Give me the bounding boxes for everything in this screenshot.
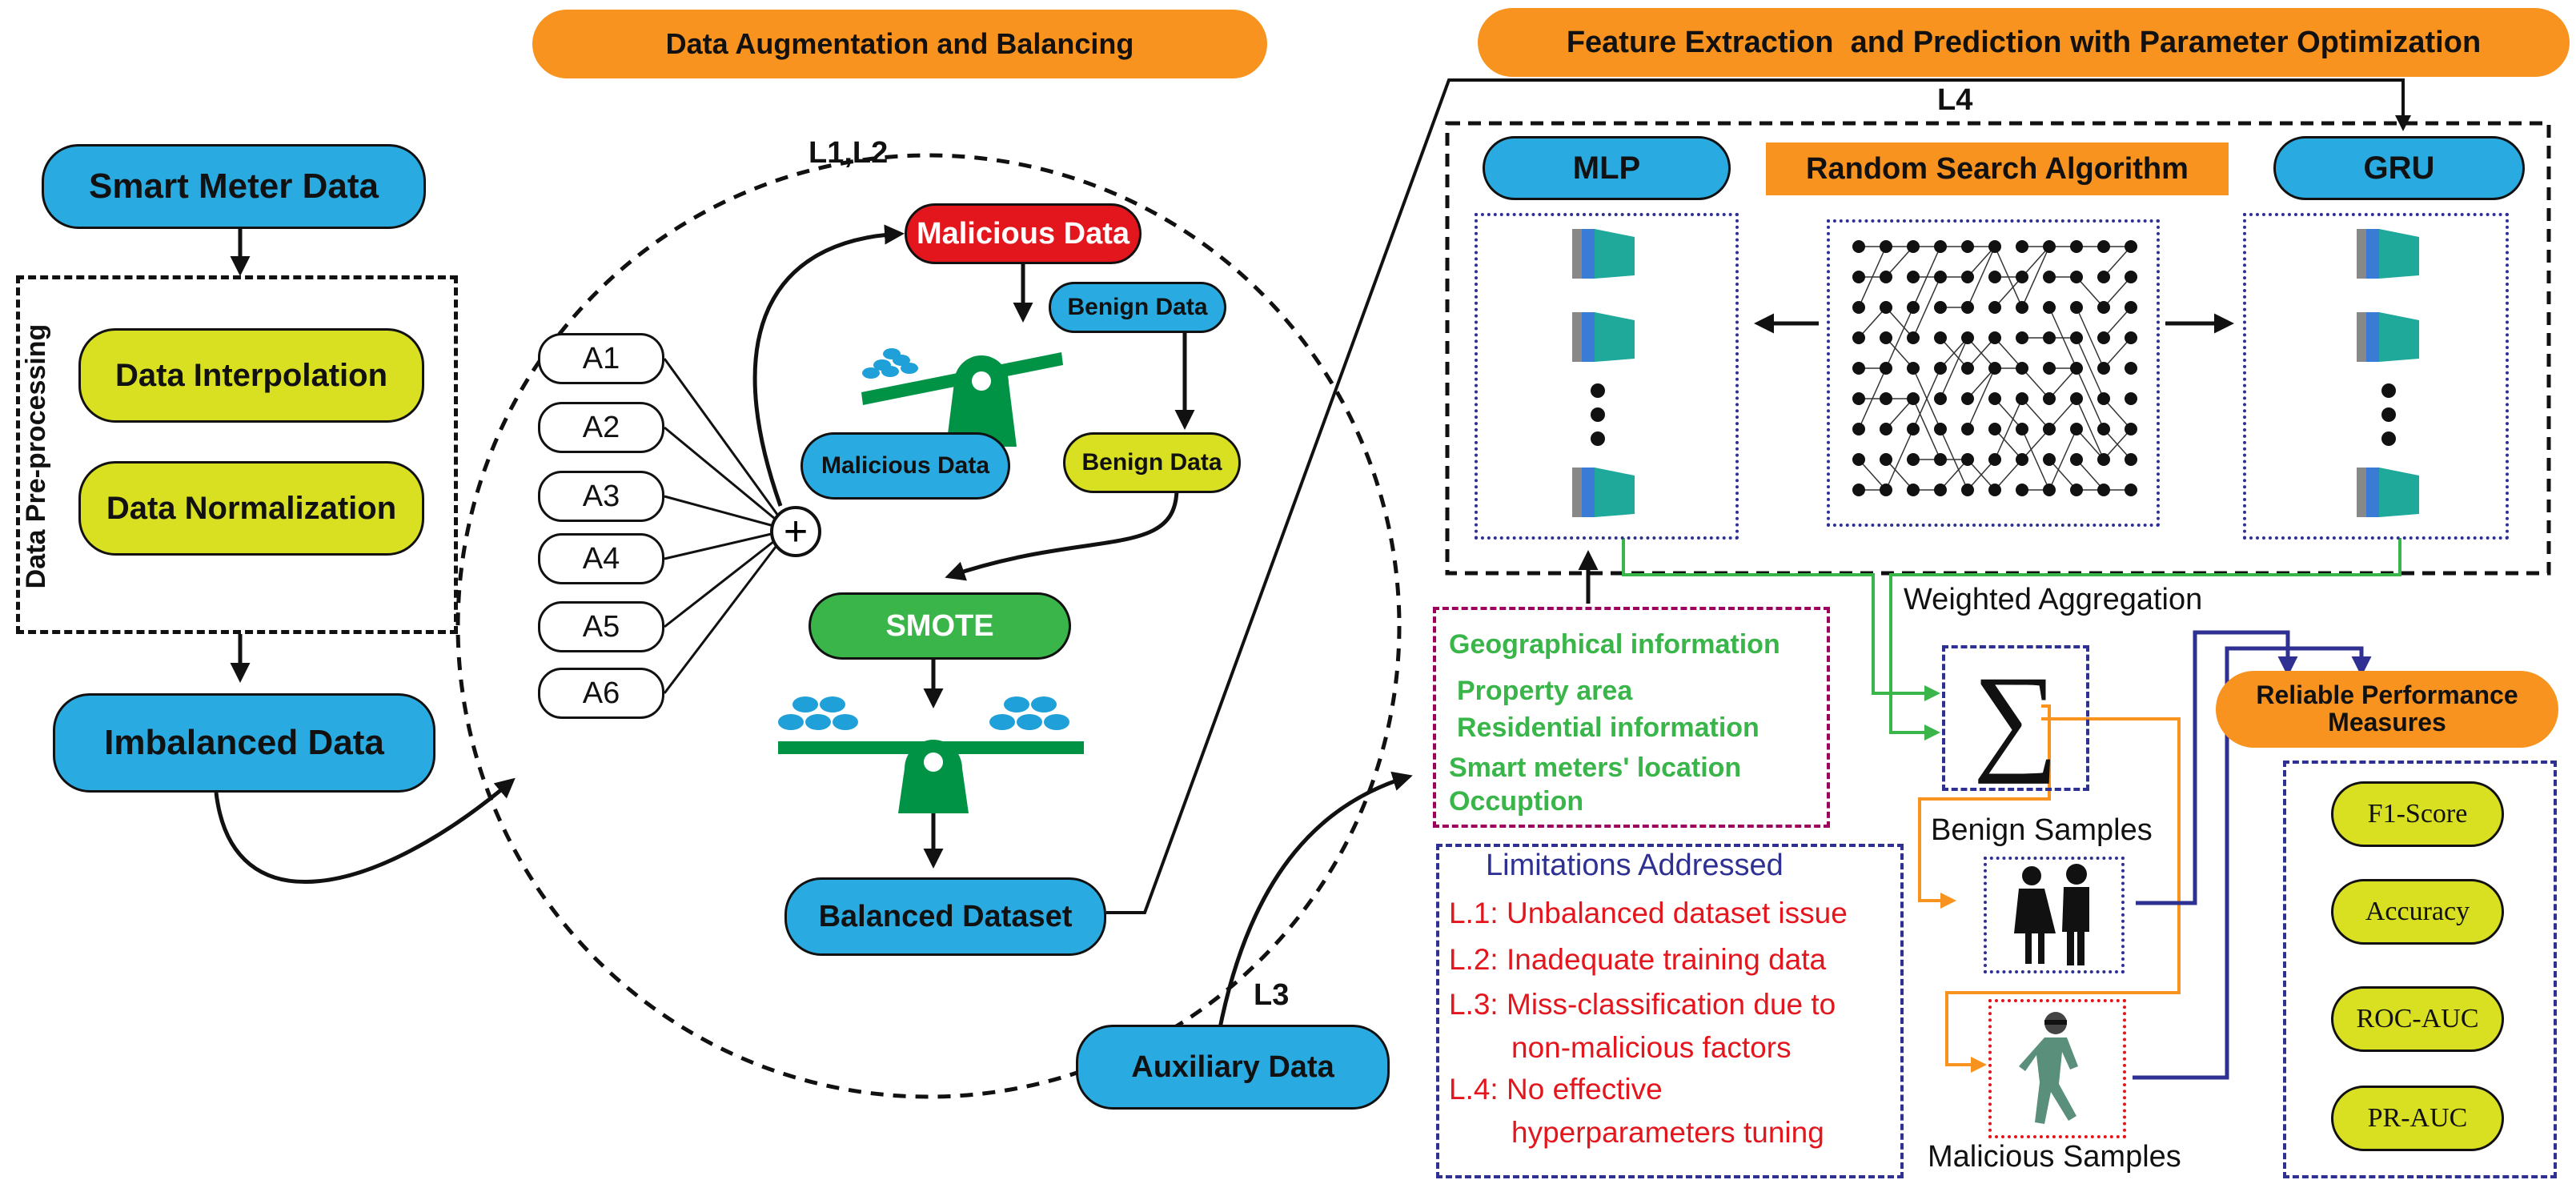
benign-samples-label: Benign Samples [1931, 813, 2153, 847]
aux-item-residential: Residential information [1457, 712, 1759, 743]
malicious-data-top: Malicious Data [905, 203, 1142, 264]
title-feature-text: Feature Extraction and Prediction with P… [1566, 25, 2482, 59]
aux-item-occuption: Occuption [1449, 786, 1584, 817]
gru-label: GRU [2273, 136, 2525, 200]
measures-title-text: Reliable Performance Measures [2256, 680, 2518, 736]
benign-top-text: Benign Data [1067, 294, 1208, 320]
auxiliary-text: Auxiliary Data [1131, 1050, 1334, 1084]
metric-roc-auc: ROC-AUC [2331, 986, 2504, 1052]
limitation-l3-cont: non-malicious factors [1511, 1031, 1792, 1064]
sigma-aggregation-icon: ∑ [1942, 645, 2089, 791]
attack-a6: A6 [538, 668, 664, 719]
neural-network-icon [1852, 240, 2137, 496]
attack-a3: A3 [538, 471, 664, 522]
metric-accuracy: Accuracy [2331, 879, 2504, 945]
metric-roc-text: ROC-AUC [2356, 1004, 2479, 1033]
mlp-text: MLP [1572, 150, 1641, 186]
title-augmentation: Data Augmentation and Balancing [532, 10, 1267, 78]
limitations-title: Limitations Addressed [1486, 849, 1784, 882]
metric-pr-text: PR-AUC [2367, 1103, 2468, 1133]
imbalanced-text: Imbalanced Data [104, 723, 384, 762]
thief-icon [2019, 1012, 2078, 1124]
smote-text: SMOTE [885, 608, 994, 643]
benign-samples-box [1984, 857, 2125, 973]
auxiliary-info-box [1433, 607, 1830, 828]
reliable-measures-title: Reliable Performance Measures [2216, 671, 2558, 748]
benign-data-top: Benign Data [1049, 282, 1226, 333]
imbalanced-data: Imbalanced Data [53, 693, 435, 793]
mlp-panel [1475, 213, 1739, 540]
gru-panel [2243, 213, 2509, 540]
seesaw-icon-1 [861, 348, 1063, 447]
auxiliary-data: Auxiliary Data [1076, 1025, 1390, 1110]
balanced-dataset: Balanced Dataset [784, 877, 1106, 956]
plus-sum-icon: + [770, 506, 821, 557]
label-l3: L3 [1254, 978, 1290, 1012]
benign-data-low: Benign Data [1063, 432, 1241, 493]
metric-accuracy-text: Accuracy [2365, 897, 2470, 926]
label-l4: L4 [1937, 83, 1973, 117]
data-normalization: Data Normalization [78, 461, 424, 556]
limitation-l4: L.4: No effective [1449, 1073, 1663, 1106]
smart-meter-text: Smart Meter Data [89, 167, 379, 206]
preprocessing-box [16, 275, 458, 634]
limitation-l2: L.2: Inadequate training data [1449, 943, 1827, 976]
limitations-box [1436, 844, 1904, 1178]
attack-a2: A2 [538, 402, 664, 453]
aux-item-geographical: Geographical information [1449, 629, 1780, 660]
interpolation-text: Data Interpolation [114, 357, 388, 393]
label-l1-l2: L1,L2 [809, 136, 889, 170]
metric-f1-text: F1-Score [2367, 799, 2468, 829]
mlp-layers-icon [1572, 229, 1635, 517]
random-search-label: Random Search Algorithm [1766, 142, 2229, 195]
aux-item-property: Property area [1457, 676, 1633, 706]
random-search-panel [1827, 219, 2160, 527]
random-search-text: Random Search Algorithm [1806, 151, 2189, 186]
data-interpolation: Data Interpolation [78, 328, 424, 423]
malicious-samples-label: Malicious Samples [1928, 1140, 2181, 1174]
augmentation-circle [455, 153, 1402, 1099]
smote-box: SMOTE [809, 592, 1071, 660]
attack-a5: A5 [538, 601, 664, 652]
preprocessing-label: Data Pre-processing [21, 288, 53, 624]
weighted-aggregation-label: Weighted Aggregation [1904, 583, 2203, 616]
malicious-low-text: Malicious Data [821, 452, 990, 479]
benign-low-text: Benign Data [1081, 449, 1222, 476]
attack-a1: A1 [538, 333, 664, 384]
attack-a4: A4 [538, 533, 664, 584]
balanced-text: Balanced Dataset [818, 899, 1073, 933]
smart-meter-data: Smart Meter Data [42, 144, 426, 229]
normalization-text: Data Normalization [106, 490, 397, 526]
gru-layers-icon [2357, 229, 2419, 517]
limitation-l3: L.3: Miss-classification due to [1449, 988, 1836, 1021]
malicious-top-text: Malicious Data [916, 216, 1130, 251]
limitation-l4-cont: hyperparameters tuning [1511, 1116, 1824, 1149]
measures-box [2283, 761, 2557, 1178]
title-augmentation-text: Data Augmentation and Balancing [665, 27, 1134, 60]
title-feature-extraction: Feature Extraction and Prediction with P… [1478, 8, 2570, 77]
people-icon [2014, 864, 2089, 965]
limitation-l1: L.1: Unbalanced dataset issue [1449, 897, 1848, 929]
seesaw-icon-2 [778, 696, 1084, 813]
malicious-data-low: Malicious Data [800, 432, 1010, 500]
gru-text: GRU [2363, 150, 2435, 186]
mlp-label: MLP [1483, 136, 1731, 200]
aux-item-location: Smart meters' location [1449, 753, 1742, 783]
metric-f1-score: F1-Score [2331, 781, 2504, 847]
metric-pr-auc: PR-AUC [2331, 1086, 2504, 1151]
arrow-imbalanced-to-circle [214, 777, 516, 884]
malicious-samples-box [1988, 999, 2126, 1138]
